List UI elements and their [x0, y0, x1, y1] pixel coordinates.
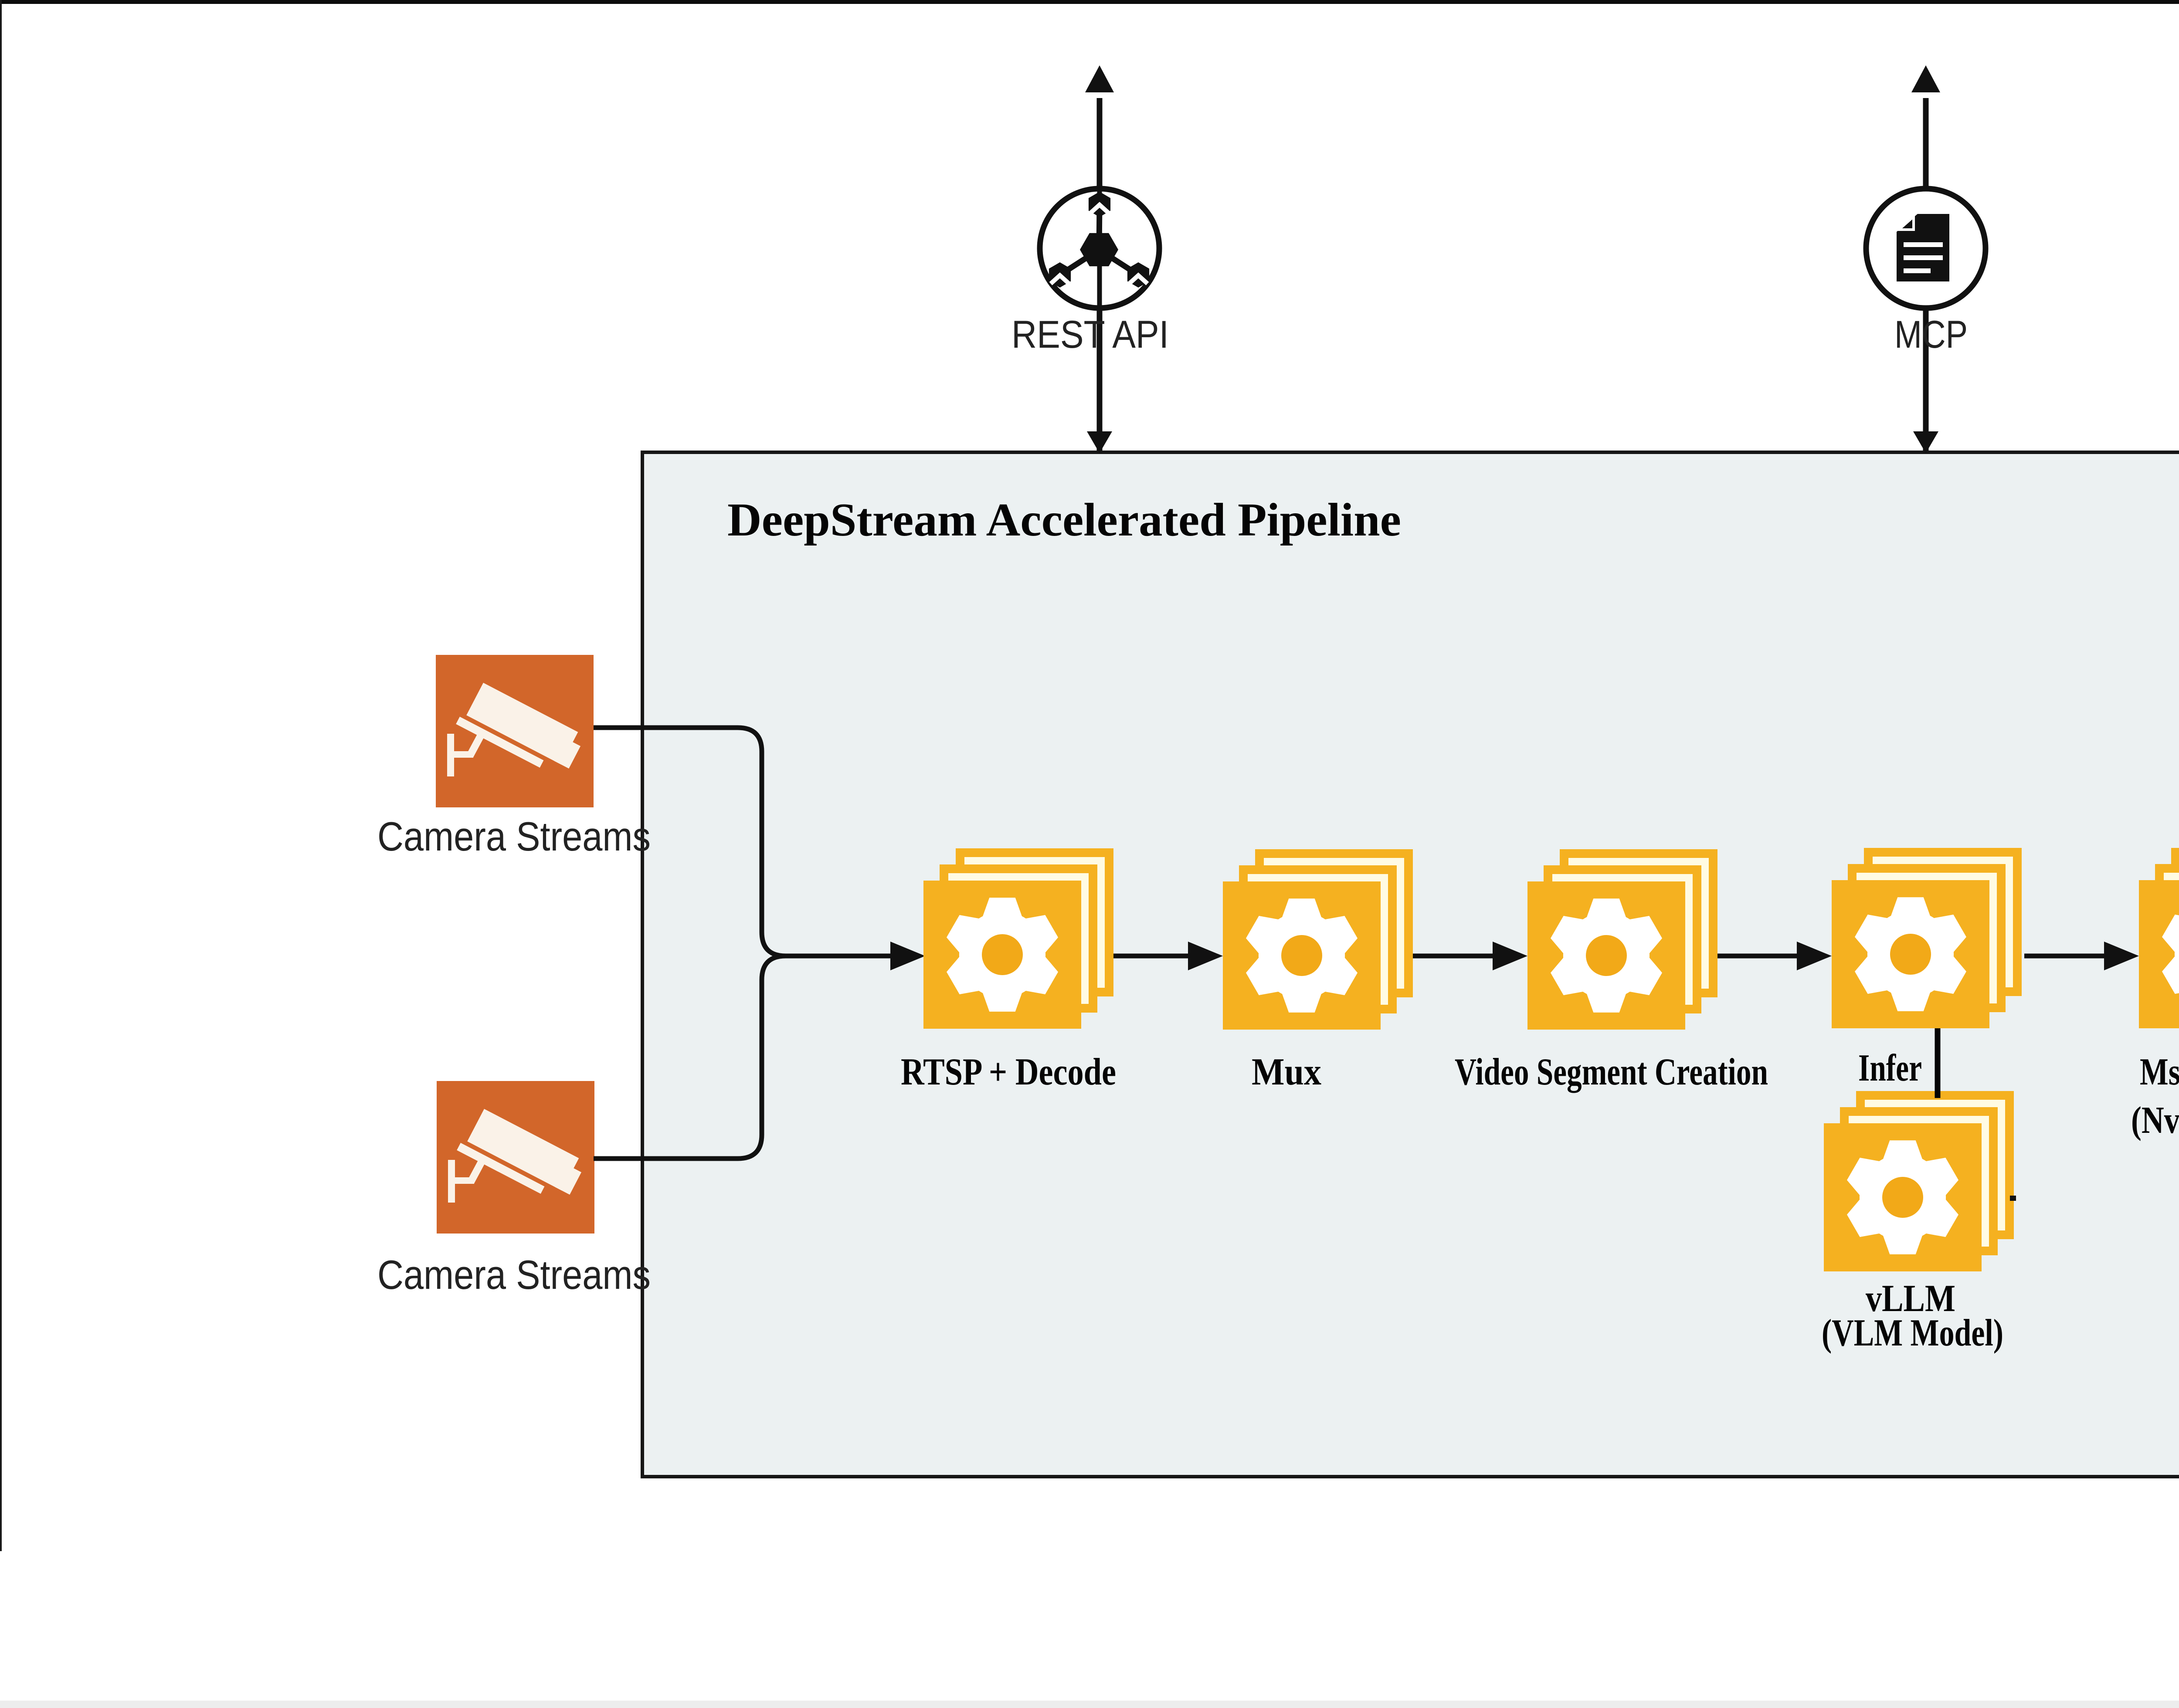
- svg-text:DeepStream Accelerated Pipelin: DeepStream Accelerated Pipeline: [727, 494, 1401, 546]
- svg-text:REST API: REST API: [1011, 312, 1169, 356]
- svg-text:MCP: MCP: [1894, 312, 1968, 356]
- svg-text:(VLM Model): (VLM Model): [1822, 1312, 2003, 1354]
- svg-text:Video Segment Creation: Video Segment Creation: [1455, 1051, 1768, 1093]
- svg-text:Infer: Infer: [1858, 1047, 1922, 1089]
- svg-text:Mux: Mux: [1252, 1051, 1321, 1093]
- svg-text:(NvSchema): (NvSchema): [2131, 1099, 2179, 1142]
- svg-text:Camera Streams: Camera Streams: [377, 1252, 651, 1298]
- svg-text:Camera Streams: Camera Streams: [377, 813, 651, 859]
- svg-text:RTSP + Decode: RTSP + Decode: [901, 1051, 1116, 1093]
- svg-text:MsgBroker: MsgBroker: [2140, 1051, 2179, 1093]
- svg-text:vLLM: vLLM: [1866, 1278, 1955, 1320]
